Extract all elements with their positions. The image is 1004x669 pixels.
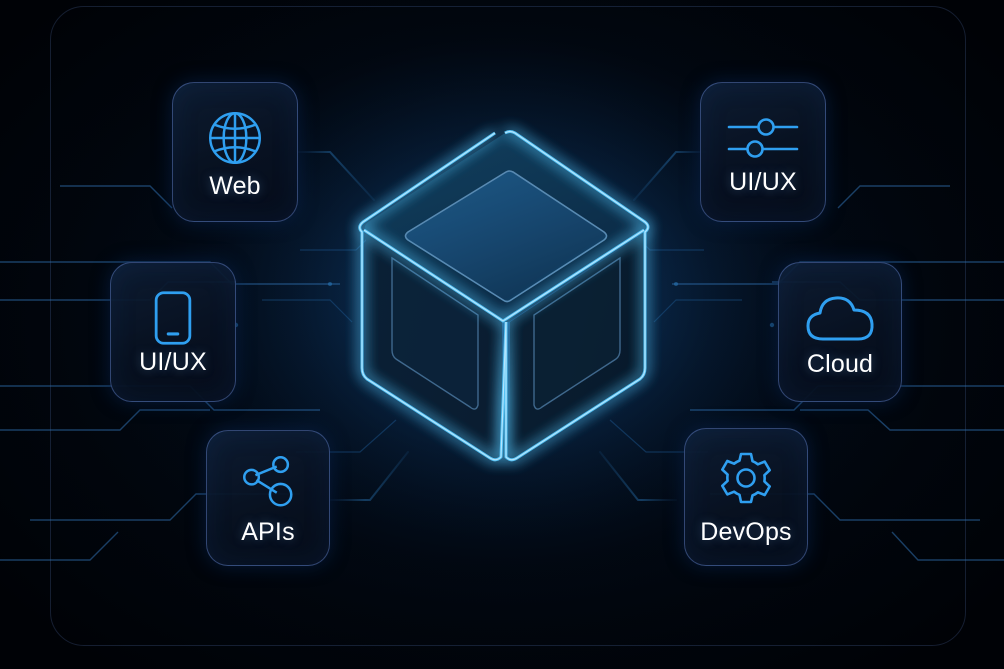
share-nodes-icon [243, 455, 293, 507]
card-label: UI/UX [729, 167, 797, 196]
card-label: Cloud [806, 349, 874, 378]
gear-icon [721, 452, 771, 504]
card-apis[interactable]: APIs [206, 430, 330, 566]
sliders-icon [727, 118, 799, 158]
card-label: UI/UX [139, 347, 207, 376]
cloud-icon [806, 296, 874, 341]
card-label: APIs [241, 517, 295, 546]
mobile-phone-icon [154, 291, 192, 345]
globe-icon [209, 111, 261, 164]
card-web[interactable]: Web [172, 82, 298, 222]
card-devops[interactable]: DevOps [684, 428, 808, 566]
card-uiux-mobile[interactable]: UI/UX [110, 262, 236, 402]
card-label: DevOps [700, 517, 792, 546]
card-uiux-sliders[interactable]: UI/UX [700, 82, 826, 222]
card-label: Web [209, 171, 261, 200]
card-cloud[interactable]: Cloud [778, 262, 902, 402]
